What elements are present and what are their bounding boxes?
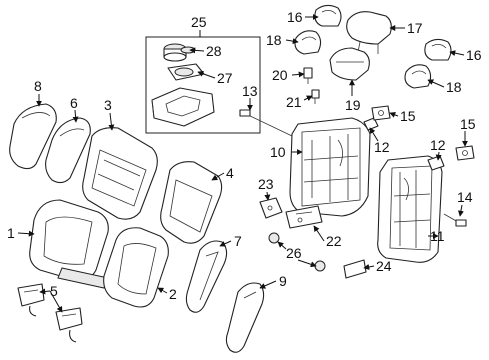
callout-16b: 16 <box>466 47 482 63</box>
grommet-part-26b <box>314 260 326 272</box>
side-trim-part-7 <box>185 240 228 313</box>
armrest-body-part-25 <box>151 87 215 127</box>
hinge-part-23 <box>259 197 283 219</box>
bracket-part-22 <box>285 205 323 229</box>
side-trim-part-9 <box>225 282 265 353</box>
trim-pad-part-24 <box>343 259 367 279</box>
bolt-part-14 <box>443 213 467 227</box>
callout-14: 14 <box>457 189 473 205</box>
callout-15a: 15 <box>400 108 416 124</box>
release-cable-part-13 <box>239 109 293 137</box>
callout-10: 10 <box>270 144 286 160</box>
callout-9: 9 <box>279 273 287 289</box>
callout-18b: 18 <box>446 79 462 95</box>
headrest-part-18b <box>404 64 432 89</box>
callout-4: 4 <box>226 165 234 181</box>
callout-13: 13 <box>242 83 258 99</box>
callout-28: 28 <box>206 43 222 59</box>
seatback-frame-part-11 <box>377 155 443 263</box>
callout-22: 22 <box>326 233 342 249</box>
callout-8: 8 <box>34 78 42 94</box>
callout-1: 1 <box>7 225 15 241</box>
callout-18a: 18 <box>266 32 282 48</box>
seatback-cover-part-3 <box>82 127 158 220</box>
seatback-cover-part-4 <box>160 161 223 244</box>
seat-cushion-part-2 <box>103 227 169 308</box>
headrest-guide-part-20 <box>303 67 313 84</box>
headrest-part-17 <box>346 11 392 54</box>
callout-16a: 16 <box>287 9 303 25</box>
callout-12b: 12 <box>430 137 446 153</box>
callout-12a: 12 <box>374 139 390 155</box>
callout-labels: 8 6 3 4 7 1 2 9 5 10 11 12 12 13 14 15 1… <box>7 9 482 302</box>
seatback-frame-part-10 <box>289 117 371 217</box>
bracket-part-15b <box>455 145 475 161</box>
side-bolster-part-8 <box>9 103 57 170</box>
callout-26: 26 <box>286 245 302 261</box>
latch-bracket-part-5a <box>17 283 45 317</box>
callout-24: 24 <box>376 258 392 274</box>
cupholder-lid-part-27 <box>167 63 205 81</box>
headrest-guide-part-21 <box>311 89 320 104</box>
bracket-part-15a <box>371 105 391 121</box>
headrest-part-16b <box>424 38 452 61</box>
callout-23: 23 <box>258 176 274 192</box>
callout-17: 17 <box>407 20 423 36</box>
grommet-part-26a <box>268 232 280 244</box>
callout-7: 7 <box>234 233 242 249</box>
callout-19: 19 <box>345 97 361 113</box>
callout-6: 6 <box>70 95 78 111</box>
callout-2: 2 <box>169 286 177 302</box>
callout-21: 21 <box>286 94 302 110</box>
callout-20: 20 <box>272 67 288 83</box>
callout-5: 5 <box>50 283 58 299</box>
latch-bracket-part-5b <box>55 307 83 343</box>
cupholder-insert-part-28 <box>163 43 196 62</box>
callout-15b: 15 <box>460 116 476 132</box>
callout-11: 11 <box>430 228 445 244</box>
callout-27: 27 <box>217 70 233 86</box>
headrest-pad-part-19 <box>329 47 370 81</box>
callout-3: 3 <box>104 97 112 113</box>
armrest-cupholder-kit-frame <box>145 30 261 134</box>
side-bolster-part-6 <box>45 117 91 184</box>
latch-part-12a <box>363 117 379 131</box>
headrest-part-16a <box>314 4 342 27</box>
seat-cushion-part-1 <box>29 199 109 289</box>
leader-lines <box>17 14 468 313</box>
callout-25: 25 <box>191 14 207 30</box>
headrest-part-18a <box>294 30 322 55</box>
